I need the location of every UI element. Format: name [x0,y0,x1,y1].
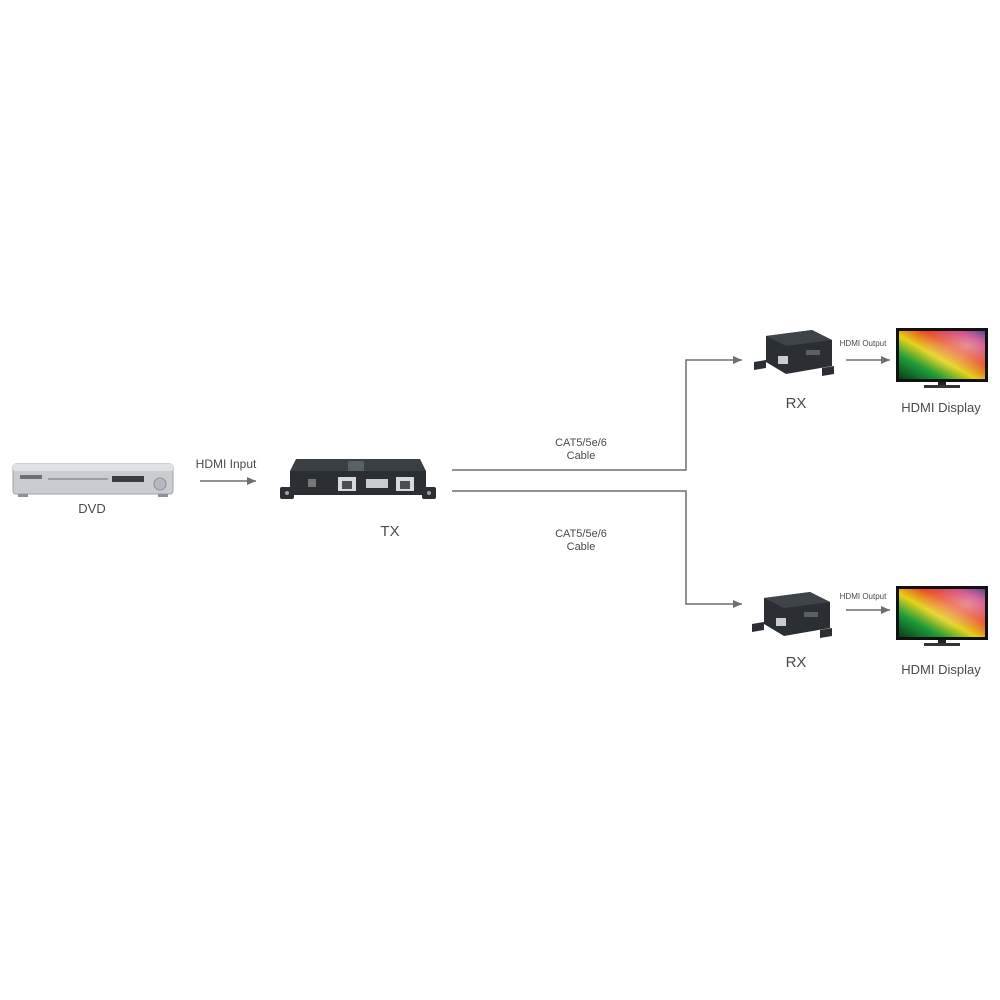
tx-label: TX [380,523,400,540]
display-top-image [896,328,988,388]
cable-top-label: CAT5/5e/6 Cable [536,437,626,463]
display-bottom-image [896,586,988,646]
cable-bottom-label: CAT5/5e/6 Cable [536,528,626,554]
rx-top-label: RX [785,395,807,412]
tx-transmitter-image [280,459,436,499]
rx-top-receiver-image [754,330,834,376]
rx-bottom-label: RX [785,654,807,671]
display-bottom-label: HDMI Display [901,662,981,677]
hdmi-input-label: HDMI Input [195,457,257,471]
cable-top-type: CAT5/5e/6 [555,437,607,449]
cable-bottom-word: Cable [566,541,596,553]
hdmi-output-top-label: HDMI Output [839,339,887,348]
dvd-player-image [12,463,174,497]
display-top-label: HDMI Display [901,400,981,415]
cable-bottom-line [452,490,742,608]
dvd-label: DVD [78,501,106,516]
hdmi-output-bottom-label: HDMI Output [839,592,887,601]
rx-bottom-receiver-image [752,592,832,638]
cable-top-line [452,356,742,471]
cable-top-word: Cable [566,450,596,462]
cable-bottom-type: CAT5/5e/6 [555,528,607,540]
